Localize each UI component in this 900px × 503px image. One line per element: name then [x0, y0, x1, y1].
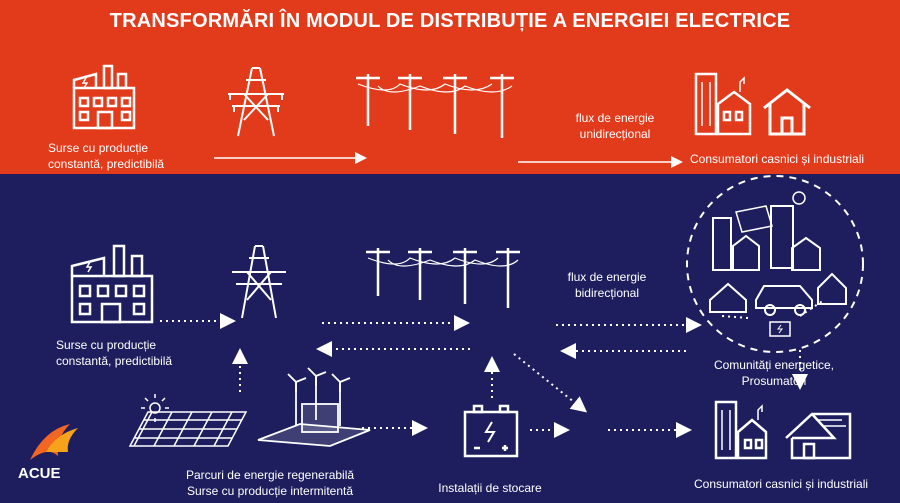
acue-logo-icon	[30, 424, 78, 460]
power-line-poles-icon	[366, 248, 520, 308]
factory-icon	[70, 244, 154, 324]
solar-panels-icon	[128, 394, 248, 447]
transmission-tower-icon	[228, 67, 284, 137]
city-buildings-icon	[694, 72, 752, 136]
top-flow-label: flux de energie unidirecțional	[575, 111, 655, 141]
storage-label: Instalații de stocare	[438, 481, 542, 495]
bottom-consumer-label: Consumatori casnici și industriali	[694, 477, 869, 491]
power-line-poles-icon	[356, 74, 514, 138]
energy-flow-arrows	[160, 299, 825, 438]
energy-community-icon	[686, 175, 864, 353]
wind-farm-icon	[257, 367, 371, 447]
renewables-label: Parcuri de energie regenerabilă Surse cu…	[185, 468, 355, 498]
bottom-source-label: Surse cu producție constantă, predictibi…	[56, 338, 173, 368]
unidirectional-panel	[0, 0, 900, 174]
house-icon	[763, 88, 811, 136]
community-label: Comunități energetice, Prosumatori	[713, 358, 835, 388]
top-source-label: Surse cu producție constantă, predictibi…	[48, 141, 165, 171]
battery-storage-icon	[463, 404, 519, 458]
top-consumer-label: Consumatori casnici și industriali	[690, 152, 865, 166]
city-buildings-icon	[714, 400, 768, 460]
acue-logo-text: ACUE	[18, 465, 61, 482]
transmission-tower-icon	[232, 245, 286, 319]
factory-icon	[72, 64, 136, 130]
bottom-flow-label: flux de energie bidirecțional	[567, 270, 647, 300]
house-solar-icon	[785, 412, 852, 460]
page-title: TRANSFORMĂRI ÎN MODUL DE DISTRIBUȚIE A E…	[109, 10, 791, 32]
